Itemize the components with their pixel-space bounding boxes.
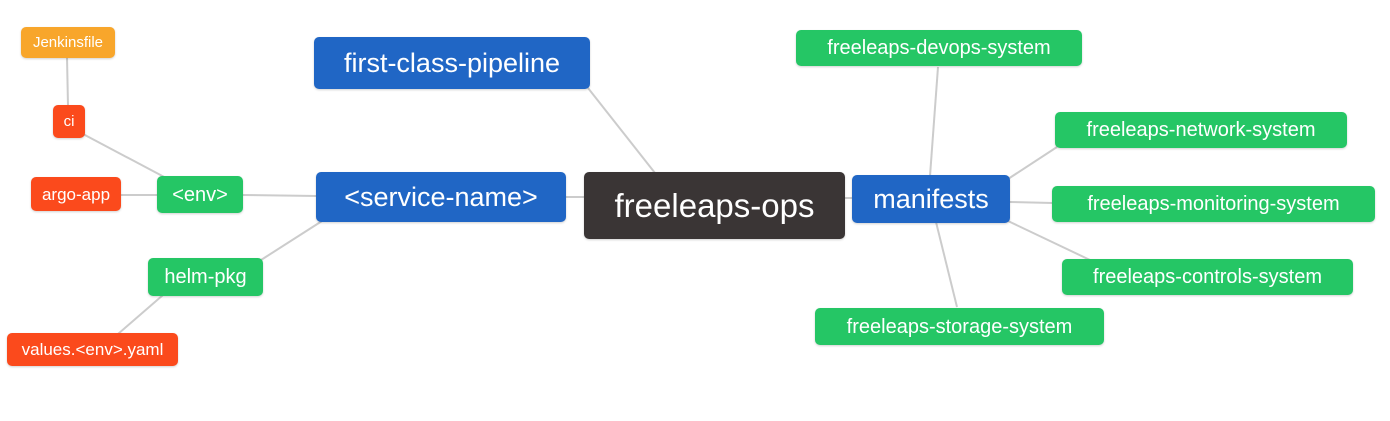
node-ci[interactable]: ci bbox=[53, 105, 85, 138]
node-jenkinsfile-label: Jenkinsfile bbox=[32, 34, 104, 51]
edge-manifests-network bbox=[1007, 146, 1058, 180]
node-helm-pkg[interactable]: helm-pkg bbox=[148, 258, 263, 296]
node-freeleaps-storage-system[interactable]: freeleaps-storage-system bbox=[815, 308, 1104, 345]
node-manifests[interactable]: manifests bbox=[852, 175, 1010, 223]
node-first-class-pipeline[interactable]: first-class-pipeline bbox=[314, 37, 590, 89]
node-values-env-yaml-label: values.<env>.yaml bbox=[21, 340, 164, 359]
node-freeleaps-network-system-label: freeleaps-network-system bbox=[1086, 119, 1316, 141]
node-freeleaps-devops-system-label: freeleaps-devops-system bbox=[827, 37, 1051, 59]
node-freeleaps-controls-system-label: freeleaps-controls-system bbox=[1093, 266, 1322, 288]
node-freeleaps-monitoring-system-label: freeleaps-monitoring-system bbox=[1087, 193, 1340, 215]
edge-helm-pkg-values bbox=[117, 294, 164, 335]
edge-manifests-controls bbox=[1007, 220, 1091, 261]
node-service-name[interactable]: <service-name> bbox=[316, 172, 566, 222]
node-first-class-pipeline-label: first-class-pipeline bbox=[343, 47, 561, 78]
node-freeleaps-ops[interactable]: freeleaps-ops bbox=[584, 172, 845, 239]
edge-env-service-name bbox=[241, 194, 318, 197]
node-ci-label: ci bbox=[63, 113, 75, 130]
node-freeleaps-monitoring-system[interactable]: freeleaps-monitoring-system bbox=[1052, 186, 1375, 222]
edge-first-class-pipeline-freeleaps-ops bbox=[587, 87, 656, 174]
node-helm-pkg-label: helm-pkg bbox=[164, 266, 247, 288]
edge-manifests-devops bbox=[929, 66, 939, 177]
node-env-label: <env> bbox=[172, 183, 228, 206]
node-freeleaps-network-system[interactable]: freeleaps-network-system bbox=[1055, 112, 1347, 148]
node-manifests-label: manifests bbox=[873, 183, 989, 214]
node-freeleaps-controls-system[interactable]: freeleaps-controls-system bbox=[1062, 259, 1353, 295]
node-service-name-label: <service-name> bbox=[344, 181, 538, 212]
edge-service-name-helm-pkg bbox=[260, 220, 323, 261]
node-argo-app[interactable]: argo-app bbox=[31, 177, 121, 211]
edge-ci-env bbox=[82, 133, 169, 180]
node-env[interactable]: <env> bbox=[157, 176, 243, 213]
node-jenkinsfile[interactable]: Jenkinsfile bbox=[21, 27, 115, 58]
node-values-env-yaml[interactable]: values.<env>.yaml bbox=[7, 333, 178, 366]
node-argo-app-label: argo-app bbox=[41, 184, 111, 204]
edge-jenkinsfile-ci bbox=[66, 56, 69, 107]
node-freeleaps-ops-label: freeleaps-ops bbox=[614, 187, 815, 224]
node-freeleaps-storage-system-label: freeleaps-storage-system bbox=[846, 315, 1073, 338]
edge-manifests-storage bbox=[935, 221, 958, 308]
edge-manifests-monitoring bbox=[1008, 201, 1054, 204]
node-freeleaps-devops-system[interactable]: freeleaps-devops-system bbox=[796, 30, 1082, 66]
